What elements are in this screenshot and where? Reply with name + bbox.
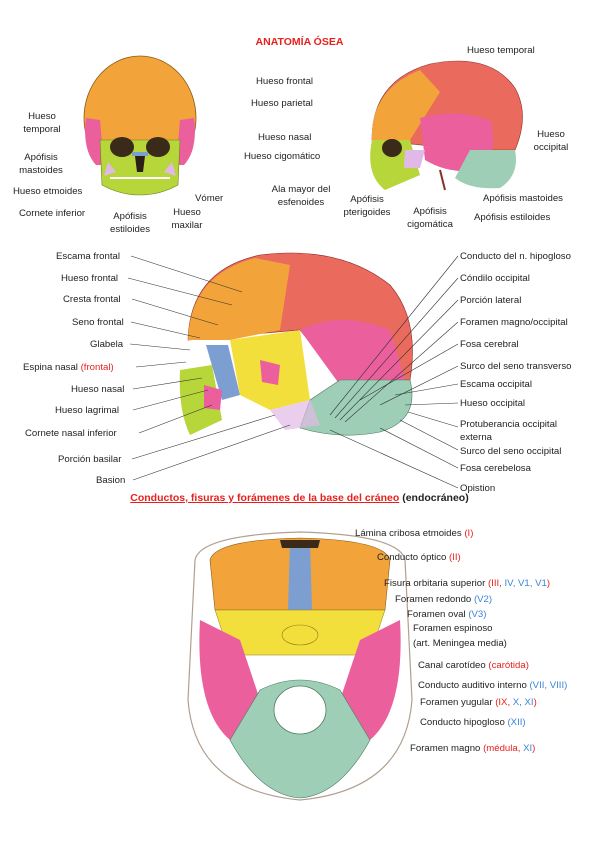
- label-porcion-lateral: Porción lateral: [460, 295, 522, 306]
- label-vomer: Vómer: [195, 193, 224, 204]
- skull-lateral-view: [370, 60, 523, 191]
- label-conducto-hipogloso: Conducto del n. hipogloso: [460, 251, 571, 262]
- label-condilo-occipital: Cóndilo occipital: [460, 273, 530, 284]
- label-foramen-yugular: Foramen yugular (IX, X, XI): [420, 697, 537, 708]
- label-surco-seno-occipital: Surco del seno occipital: [460, 446, 562, 457]
- page-title: ANATOMÍA ÓSEA: [255, 36, 344, 48]
- section-subtitle: Conductos, fisuras y forámenes de la bas…: [130, 492, 469, 504]
- label-foramen-espinoso: Foramen espinoso: [413, 623, 493, 634]
- label-hueso-parietal: Hueso parietal: [251, 98, 313, 109]
- label-apofisis-estiloides-right: Apófisis estiloides: [474, 212, 551, 223]
- label-protuberancia-occipital: Protuberancia occipital externa: [460, 419, 558, 443]
- label-foramen-magno-occipital: Foramen magno/occipital: [460, 317, 568, 328]
- label-hueso-etmoides: Hueso etmoides: [13, 186, 83, 197]
- label-hueso-temporal-right: Hueso temporal: [467, 45, 535, 56]
- label-hueso-lagrimal: Hueso lagrimal: [55, 405, 119, 416]
- label-basion: Basion: [96, 475, 126, 486]
- skull-front-view: [83, 55, 197, 196]
- label-hueso-nasal: Hueso nasal: [258, 132, 312, 143]
- label-apofisis-pterigoides: Apófisis pterigoides: [343, 194, 391, 218]
- label-hueso-temporal-left: Hueso temporal: [23, 111, 61, 135]
- label-conducto-auditivo: Conducto auditivo interno (VII, VIII): [418, 680, 568, 691]
- label-porcion-basilar: Porción basilar: [58, 454, 122, 465]
- label-cornete-inferior: Cornete inferior: [19, 208, 86, 219]
- label-apofisis-mastoides-right: Apófisis mastoides: [483, 193, 563, 204]
- label-foramen-redondo: Foramen redondo (V2): [395, 594, 493, 605]
- label-fosa-cerebral: Fosa cerebral: [460, 339, 519, 350]
- label-conducto-hipogloso-base: Conducto hipogloso (XII): [420, 717, 526, 728]
- label-apofisis-mastoides-left: Apófisis mastoides: [19, 152, 63, 176]
- label-espina-nasal: Espina nasal (frontal): [23, 362, 114, 373]
- leader-lines-right: [329, 255, 459, 489]
- label-surco-seno-transverso: Surco del seno transverso: [460, 361, 572, 372]
- label-hueso-maxilar: Hueso maxilar: [171, 207, 203, 231]
- label-glabela: Glabela: [90, 339, 124, 350]
- label-fisura-orbitaria: Fisura orbitaria superior (III, IV, V1, …: [384, 578, 551, 589]
- label-hueso-nasal-sag: Hueso nasal: [71, 384, 125, 395]
- label-foramen-oval: Foramen oval (V3): [407, 609, 487, 620]
- label-hueso-frontal-sag: Hueso frontal: [61, 273, 119, 284]
- leader-lines-left: [127, 255, 291, 481]
- label-hueso-occipital-sag: Hueso occipital: [460, 398, 526, 409]
- label-canal-carotideo: Canal carotídeo (carótida): [418, 660, 529, 671]
- label-escama-occipital: Escama occipital: [460, 379, 532, 390]
- label-apofisis-estiloides-left: Apófisis estiloides: [110, 211, 150, 235]
- label-escama-frontal: Escama frontal: [56, 251, 120, 262]
- label-hueso-cigomatico: Hueso cigomático: [244, 151, 321, 162]
- label-lamina-cribosa: Lámina cribosa etmoides (I): [355, 528, 474, 539]
- label-seno-frontal: Seno frontal: [72, 317, 124, 328]
- cranial-base-view: [187, 531, 413, 801]
- label-conducto-optico: Conducto óptico (II): [377, 552, 461, 563]
- label-hueso-frontal: Hueso frontal: [256, 76, 314, 87]
- label-fosa-cerebelosa: Fosa cerebelosa: [460, 463, 531, 474]
- label-hueso-occipital-right: Hueso occipital: [533, 129, 569, 153]
- label-apofisis-cigomatica: Apófisis cigomática: [407, 206, 453, 230]
- label-cresta-frontal: Cresta frontal: [63, 294, 121, 305]
- label-opistion: Opistion: [460, 483, 496, 494]
- skull-sagittal-view: [179, 252, 413, 436]
- label-foramen-magno: Foramen magno (médula, XI): [410, 743, 536, 754]
- label-cornete-nasal-inferior: Cornete nasal inferior: [25, 428, 117, 439]
- label-ala-mayor: Ala mayor del esfenoides: [271, 184, 331, 208]
- label-meningea-media: (art. Meningea media): [413, 638, 507, 649]
